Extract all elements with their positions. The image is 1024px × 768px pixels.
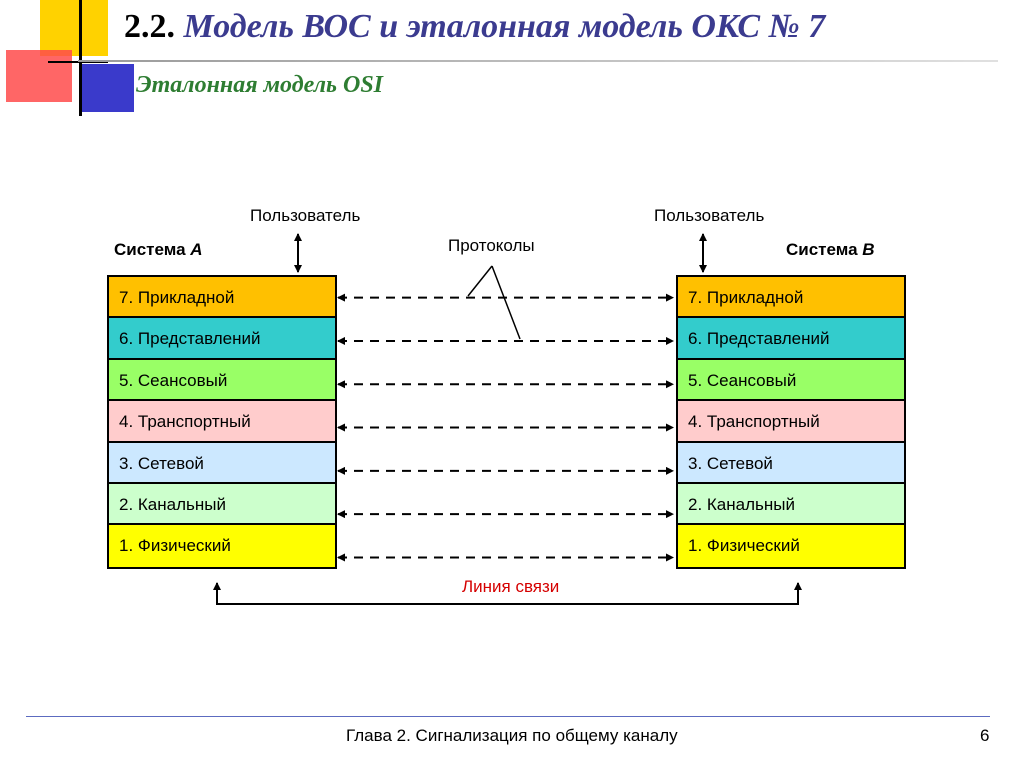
osi-layer: 7. Прикладной xyxy=(678,277,904,319)
title-text: Модель ВОС и эталонная модель ОКС № 7 xyxy=(183,8,826,45)
link-line xyxy=(213,582,802,605)
title-number: 2.2. xyxy=(124,8,175,45)
protocols-pointer-1 xyxy=(467,265,493,297)
system-a-label: Система A xyxy=(114,240,203,260)
osi-layer: 1. Физический xyxy=(678,525,904,567)
osi-layer: 5. Сеансовый xyxy=(678,359,904,402)
osi-layer: 6. Представлений xyxy=(678,318,904,360)
decor-red-square xyxy=(6,50,72,102)
link-label: Линия связи xyxy=(462,577,560,596)
slide-title: 2.2. Модель ВОС и эталонная модель ОКС №… xyxy=(124,8,825,46)
system-b-letter: B xyxy=(862,240,875,259)
osi-layer: 3. Сетевой xyxy=(109,442,335,484)
decor-blue-square xyxy=(82,64,134,112)
title-rule xyxy=(78,60,998,62)
footer-rule xyxy=(26,716,990,717)
system-b-label: Система B xyxy=(786,240,875,260)
osi-layer: 2. Канальный xyxy=(109,483,335,526)
slide-subtitle: Эталонная модель OSI xyxy=(136,72,384,98)
decor-yellow-square xyxy=(40,0,108,56)
system-a-letter: A xyxy=(190,240,203,259)
osi-layer: 2. Канальный xyxy=(678,483,904,526)
osi-layer: 4. Транспортный xyxy=(109,401,335,443)
system-a-word: Система xyxy=(114,240,186,259)
footer-page-number: 6 xyxy=(980,726,990,745)
osi-layer: 6. Представлений xyxy=(109,318,335,360)
osi-layer: 4. Транспортный xyxy=(678,401,904,443)
osi-layer: 3. Сетевой xyxy=(678,442,904,484)
protocols-pointer-2 xyxy=(491,265,521,340)
osi-layer: 7. Прикладной xyxy=(109,277,335,319)
decor-vertical-line xyxy=(79,0,82,116)
decor-horizontal-line xyxy=(48,61,108,63)
osi-layer: 1. Физический xyxy=(109,525,335,567)
footer-chapter: Глава 2. Сигнализация по общему каналу xyxy=(346,726,678,745)
system-b-word: Система xyxy=(786,240,858,259)
protocols-label: Протоколы xyxy=(448,236,535,255)
user-label-left: Пользователь xyxy=(250,206,361,225)
protocol-arrows xyxy=(337,293,674,562)
user-label-right: Пользователь xyxy=(654,206,765,225)
osi-layer: 5. Сеансовый xyxy=(109,359,335,402)
